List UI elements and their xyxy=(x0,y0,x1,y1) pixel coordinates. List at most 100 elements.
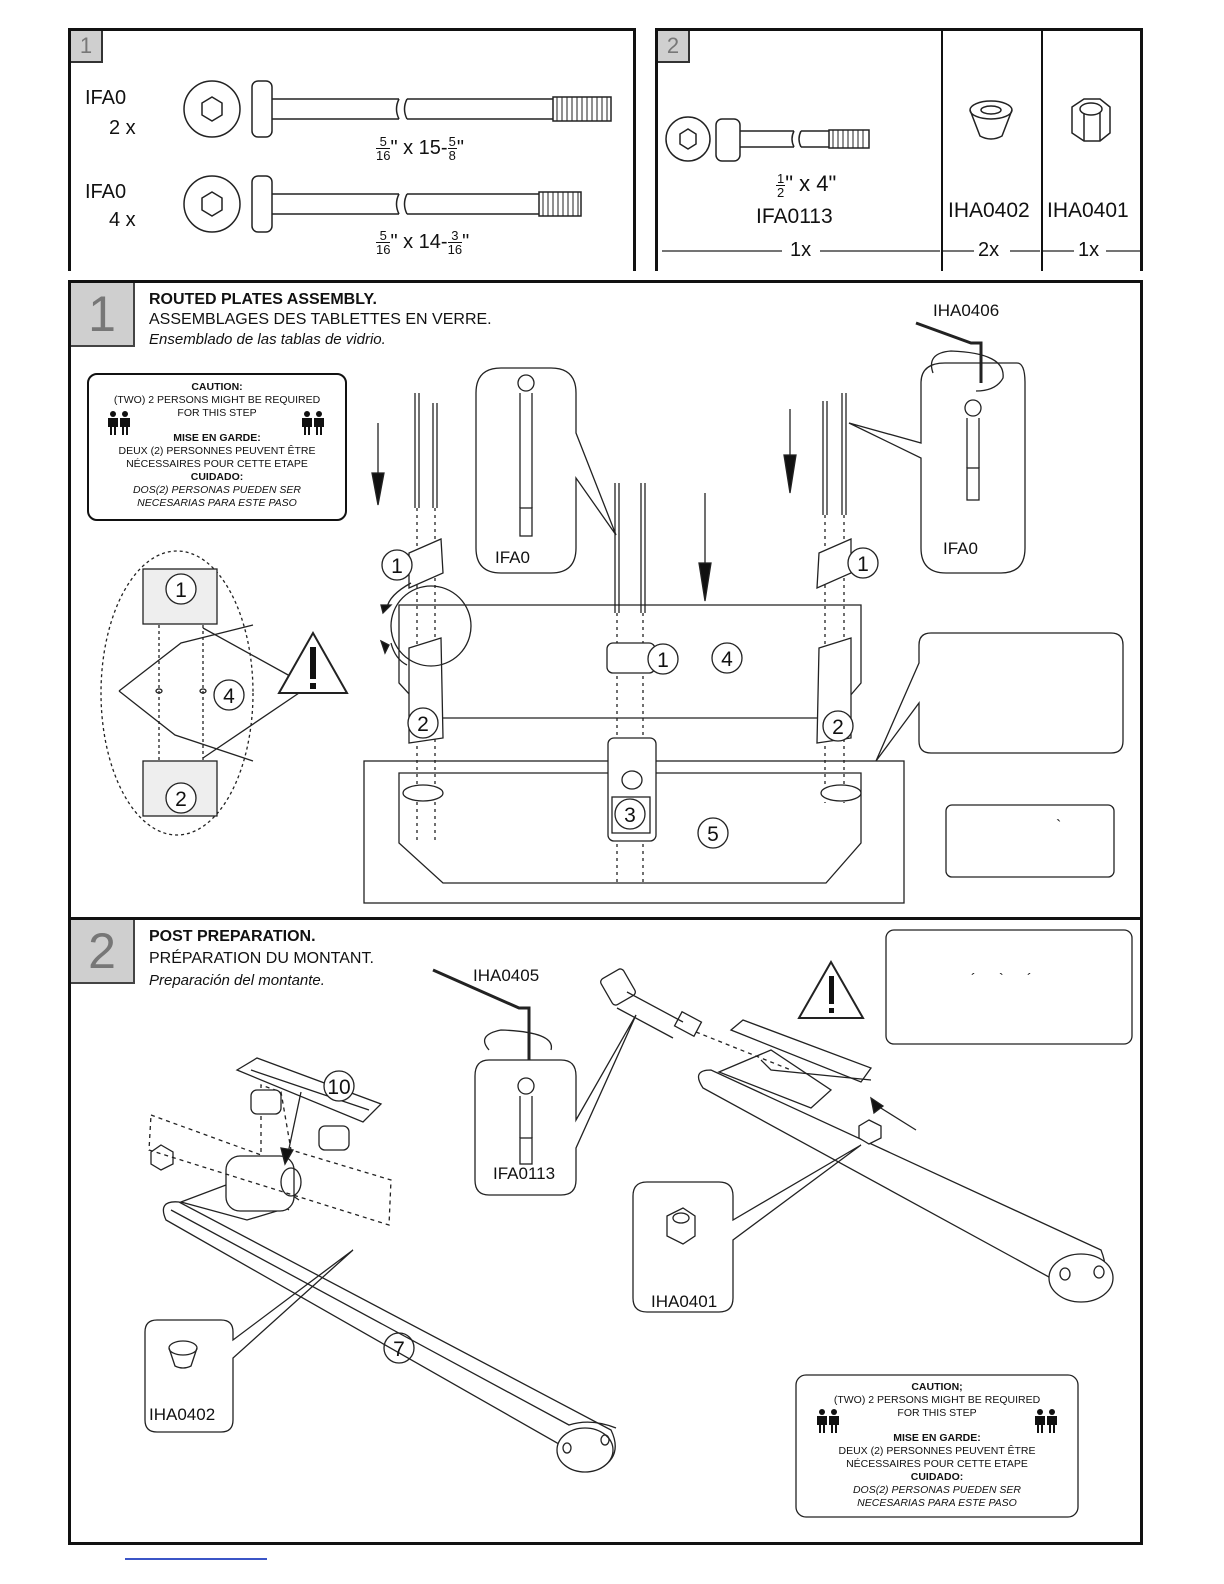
callout-4b: 4 xyxy=(721,648,733,671)
caution-2-line-1: (TWO) 2 PERSONS MIGHT BE REQUIRED xyxy=(833,1394,1041,1406)
step-1-title-fr: ASSEMBLAGES DES TABLETTES EN VERRE. xyxy=(149,311,492,328)
qty-leader-lines xyxy=(662,250,1140,252)
short-bolt-code: IFA0113 xyxy=(756,205,833,228)
caution-box-step-1: CAUTION: (TWO) 2 PERSONS MIGHT BE REQUIR… xyxy=(87,373,347,521)
caution-2-heading-en: CAUTION; xyxy=(911,1381,963,1393)
two-persons-icon xyxy=(817,1409,839,1433)
size-1-num: 5 xyxy=(376,135,391,149)
caution-1-line-6: NECESARIAS PARA ESTE PASO xyxy=(137,497,297,509)
detail-oval xyxy=(100,550,254,836)
washer-icon xyxy=(969,100,1013,140)
step-2-panel: 2 POST PREPARATION. PRÉPARATION DU MONTA… xyxy=(68,917,1143,1545)
caution-2-heading-fr: MISE EN GARDE: xyxy=(893,1432,981,1444)
callout-5: 5 xyxy=(707,823,719,846)
detail-bolt-label-right: IFA0 xyxy=(943,539,978,558)
callout-2c: 2 xyxy=(832,716,844,739)
callout-4a: 4 xyxy=(223,685,235,708)
step-1-title-en: ROUTED PLATES ASSEMBLY. xyxy=(149,291,377,308)
caution-2-line-6: NECESARIAS PARA ESTE PASO xyxy=(857,1497,1017,1509)
note-box xyxy=(945,804,1115,878)
caution-1-line-3: DEUX (2) PERSONNES PEUVENT ÊTRE xyxy=(118,445,316,457)
caution-2-line-3: DEUX (2) PERSONNES PEUVENT ÊTRE xyxy=(838,1445,1036,1457)
part-code-2: IFA0 xyxy=(85,181,127,203)
note-bubble xyxy=(875,632,1124,762)
caution-1-line-2: FOR THIS STEP xyxy=(177,407,257,419)
bolt-size-rest: " x 4" xyxy=(785,171,837,196)
step-2-title-en: POST PREPARATION. xyxy=(149,928,316,945)
callout-1d: 1 xyxy=(857,553,869,576)
parts-divider-2 xyxy=(1041,31,1043,271)
step-2-nut-code: IHA0401 xyxy=(651,1292,718,1311)
callout-2b: 2 xyxy=(417,713,429,736)
size-1-mid: " x 15- xyxy=(390,136,448,159)
step-1-number: 1 xyxy=(71,283,135,347)
caution-2-line-5: DOS(2) PERSONAS PUEDEN SER xyxy=(852,1484,1022,1496)
part-code-1: IFA0 xyxy=(85,87,127,109)
long-bolt-icon-1 xyxy=(183,80,612,138)
step-1-tool-code: IHA0406 xyxy=(933,301,1000,320)
parts-box-2-corner: 2 xyxy=(658,31,690,63)
size-2-den2: 16 xyxy=(447,242,463,257)
caution-1-heading-fr: MISE EN GARDE: xyxy=(173,432,261,444)
note-box-mark: ` xyxy=(1056,818,1062,835)
caution-2-line-4: NÉCESSAIRES POUR CETTE ETAPE xyxy=(846,1458,1028,1470)
caution-1-line-4: NÉCESSAIRES POUR CETTE ETAPE xyxy=(126,458,308,470)
step-1-assembly-diagram: 1 1 4 2 2 3 5 1 4 2 1 xyxy=(100,321,1124,904)
size-2-den: 16 xyxy=(376,242,391,257)
washer-code: IHA0402 xyxy=(948,199,1030,222)
step-2-post-diagram: 10 7 xyxy=(144,929,1133,1518)
step-2-tool-code: IHA0405 xyxy=(473,966,540,985)
callout-2a: 2 xyxy=(175,788,187,811)
step-2-title-fr: PRÉPARATION DU MONTANT. xyxy=(149,950,374,967)
caution-1-line-5: DOS(2) PERSONAS PUEDEN SER xyxy=(132,484,302,496)
long-bolt-drawings xyxy=(183,80,612,233)
detail-bolt-label-left: IFA0 xyxy=(495,548,530,567)
long-bolt-icon-2 xyxy=(183,175,582,233)
two-persons-icon xyxy=(302,411,324,435)
bolt-den: 2 xyxy=(777,184,785,200)
step-2-note-marks: ´ ` ´ xyxy=(971,970,1032,986)
washer-qty: 2x xyxy=(978,239,1000,261)
footer-rule xyxy=(125,1558,267,1560)
short-bolt-drawing xyxy=(665,116,870,162)
nut-code: IHA0401 xyxy=(1047,199,1129,222)
callout-3: 3 xyxy=(624,804,636,827)
step-2-bolt-code: IFA0113 xyxy=(493,1164,556,1183)
size-2-num2: 3 xyxy=(447,229,463,243)
step-2-washer-code: IHA0402 xyxy=(149,1405,216,1424)
caution-2-line-2: FOR THIS STEP xyxy=(897,1407,977,1419)
two-persons-icon xyxy=(108,411,130,435)
size-1-den: 16 xyxy=(376,148,391,163)
caution-1-line-1: (TWO) 2 PERSONS MIGHT BE REQUIRED xyxy=(113,394,321,406)
step-1-title-es: Ensemblado de las tablas de vidrio. xyxy=(149,331,386,348)
part-qty-2: 4 x xyxy=(109,209,136,231)
parts-divider-1 xyxy=(941,31,943,271)
size-1-den2: 8 xyxy=(448,148,456,163)
step-2-note-box xyxy=(885,929,1133,1045)
step-1-panel: 1 ROUTED PLATES ASSEMBLY. ASSEMBLAGES DE… xyxy=(68,280,1143,920)
size-2-num: 5 xyxy=(376,229,391,243)
size-1-end: " xyxy=(456,136,464,159)
two-persons-icon xyxy=(1035,1409,1057,1433)
step-2-number: 2 xyxy=(71,920,135,984)
callout-1b: 1 xyxy=(175,579,187,602)
bolt-num: 1 xyxy=(776,170,786,186)
caution-box-step-2: CAUTION; (TWO) 2 PERSONS MIGHT BE REQUIR… xyxy=(796,1375,1078,1517)
callout-10: 10 xyxy=(327,1076,350,1099)
size-2-end: " xyxy=(462,230,470,253)
caution-1-heading-en: CAUTION: xyxy=(191,381,243,393)
parts-box-1-corner: 1 xyxy=(71,31,103,63)
caution-2-heading-es: CUIDADO: xyxy=(910,1471,964,1483)
caution-1-heading-es: CUIDADO: xyxy=(190,471,244,483)
part-qty-1: 2 x xyxy=(109,117,136,139)
step-2-title-es: Preparación del montante. xyxy=(149,972,325,989)
size-1-num2: 5 xyxy=(447,134,457,149)
callout-1c: 1 xyxy=(657,649,669,672)
nut-qty: 1x xyxy=(1078,239,1100,261)
callout-7: 7 xyxy=(393,1338,405,1361)
